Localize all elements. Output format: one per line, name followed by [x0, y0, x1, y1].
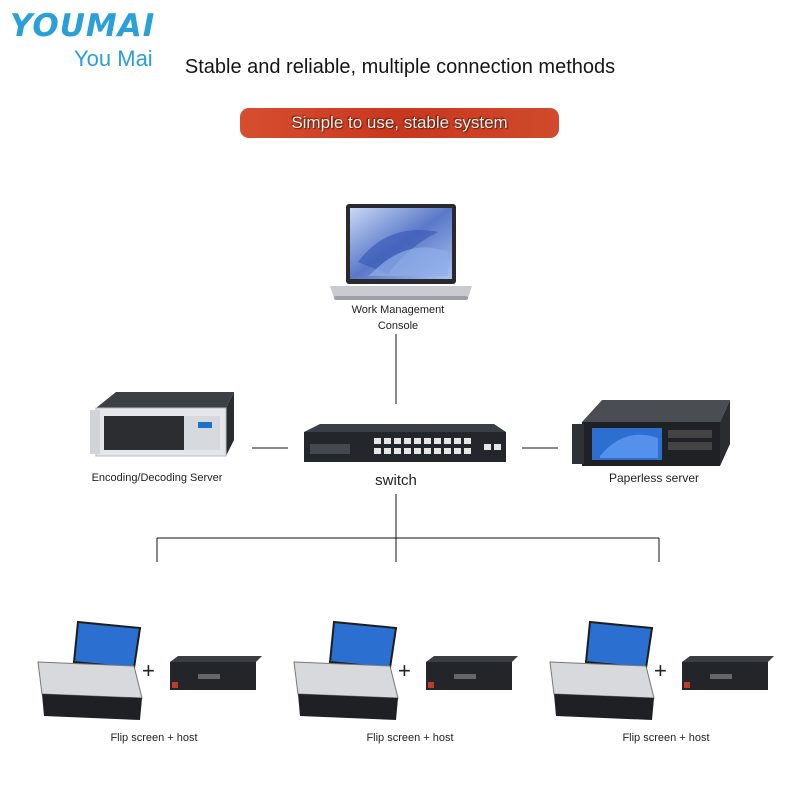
terminal-label-3: Flip screen + host [622, 732, 710, 744]
plus-sign: + [142, 658, 155, 683]
brand-logo: YOUMAI You Mai [8, 8, 158, 72]
banner-text: Simple to use, stable system [291, 113, 508, 132]
page-title: Stable and reliable, multiple connection… [184, 56, 616, 78]
network-switch-icon [304, 424, 506, 462]
terminal-group-3: + Flip screen + host [546, 620, 786, 744]
plus-sign: + [398, 658, 411, 683]
laptop-icon [330, 204, 472, 300]
brand-subtitle: You Mai [74, 46, 153, 71]
brand-name: YOUMAI [10, 8, 156, 44]
encoder-label: Encoding/Decoding Server [91, 472, 223, 484]
mini-host-icon [682, 656, 774, 690]
terminal-group-2: + Flip screen + host [290, 620, 530, 744]
banner: Simple to use, stable system [240, 108, 559, 138]
paperless-label: Paperless server [608, 471, 700, 485]
terminal-label-2: Flip screen + host [366, 732, 454, 744]
flip-screen-terminal-icon [293, 620, 399, 720]
flip-screen-terminal-icon [37, 620, 143, 720]
rack-server-icon [572, 400, 730, 466]
plus-sign: + [654, 658, 667, 683]
switch-label: switch [375, 472, 417, 489]
console-label-line1: Work Management [351, 304, 445, 316]
console-label: Work Management Console [318, 302, 478, 334]
terminal-group-1: + Flip screen + host [34, 620, 274, 744]
rack-server-icon [90, 392, 234, 457]
console-label-line2: Console [377, 320, 419, 332]
terminal-label-1: Flip screen + host [110, 732, 198, 744]
mini-host-icon [426, 656, 518, 690]
mini-host-icon [170, 656, 262, 690]
flip-screen-terminal-icon [549, 620, 655, 720]
